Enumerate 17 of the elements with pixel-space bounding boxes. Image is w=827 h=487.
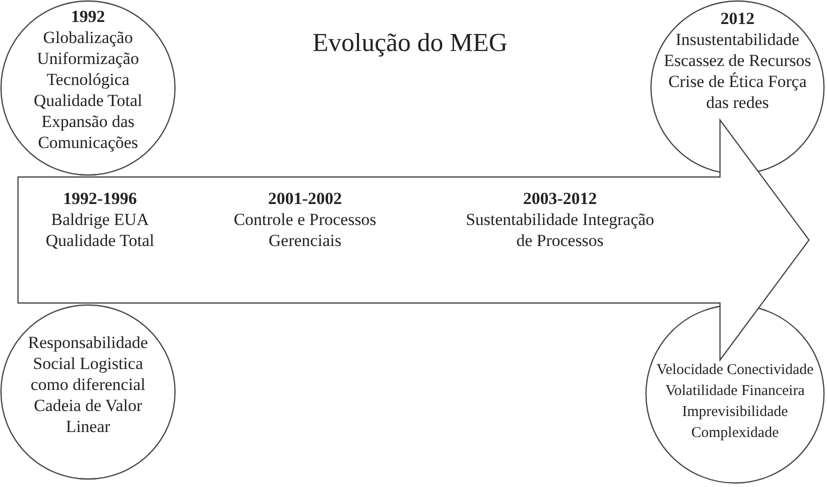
year-heading: 1992 <box>70 6 106 27</box>
period-heading: 2003-2012 <box>522 188 598 209</box>
circle-shape <box>645 304 825 484</box>
year-heading: 2012 <box>720 8 756 29</box>
section-text: Baldrige EUA Qualidade Total <box>44 209 156 251</box>
title: Evolução do MEG <box>312 28 508 58</box>
circle-shape <box>0 304 176 480</box>
section-text: Controle e Processos Gerenciais <box>232 209 378 251</box>
factor-list: Insustentabilidade Escassez de Recursos Crise de Ética Força das redes <box>662 29 813 113</box>
factor-list: Responsabilidade Social Logistica como diferencial Cadeia de Valor Linear <box>14 332 162 437</box>
factor-list: Velocidade Conectividade Volatilidade Financeira Imprevisibilidade Complexidade <box>653 360 817 444</box>
section-text: Sustentabilidade Integração de Processos <box>464 209 656 251</box>
period-heading: 2001-2002 <box>267 188 343 209</box>
circle-shape <box>650 0 825 175</box>
circle-shape <box>0 0 176 176</box>
factor-list: Globalização Uniformização Tecnológica Qualidade Total Expansão das Comunicações <box>22 27 154 153</box>
period-heading: 1992-1996 <box>62 188 138 209</box>
